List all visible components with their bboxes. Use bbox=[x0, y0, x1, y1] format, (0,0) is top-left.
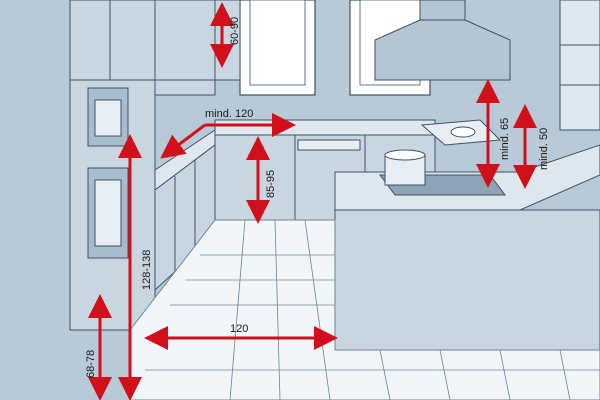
label-low-height: 68-78 bbox=[85, 350, 97, 378]
floor bbox=[129, 219, 600, 400]
shelves bbox=[559, 0, 600, 131]
left-counter bbox=[154, 129, 216, 292]
label-hood-clearance: mind. 65 bbox=[499, 118, 511, 160]
oven-lower bbox=[87, 167, 129, 259]
label-aisle-width: 120 bbox=[230, 323, 248, 335]
oven-upper bbox=[87, 87, 129, 147]
label-counter-depth: mind. 120 bbox=[205, 108, 253, 120]
dimension-arrows bbox=[88, 2, 537, 400]
pot-icon bbox=[384, 149, 426, 186]
range-hood bbox=[374, 0, 511, 81]
arrow-counter-depth bbox=[160, 123, 206, 159]
window-left bbox=[239, 0, 316, 96]
label-backsplash-height: mind. 50 bbox=[538, 128, 550, 170]
label-oven-height: 128-138 bbox=[141, 250, 153, 290]
label-counter-height: 85-95 bbox=[265, 170, 277, 198]
label-wall-cabinet-height: 60-90 bbox=[229, 17, 241, 45]
